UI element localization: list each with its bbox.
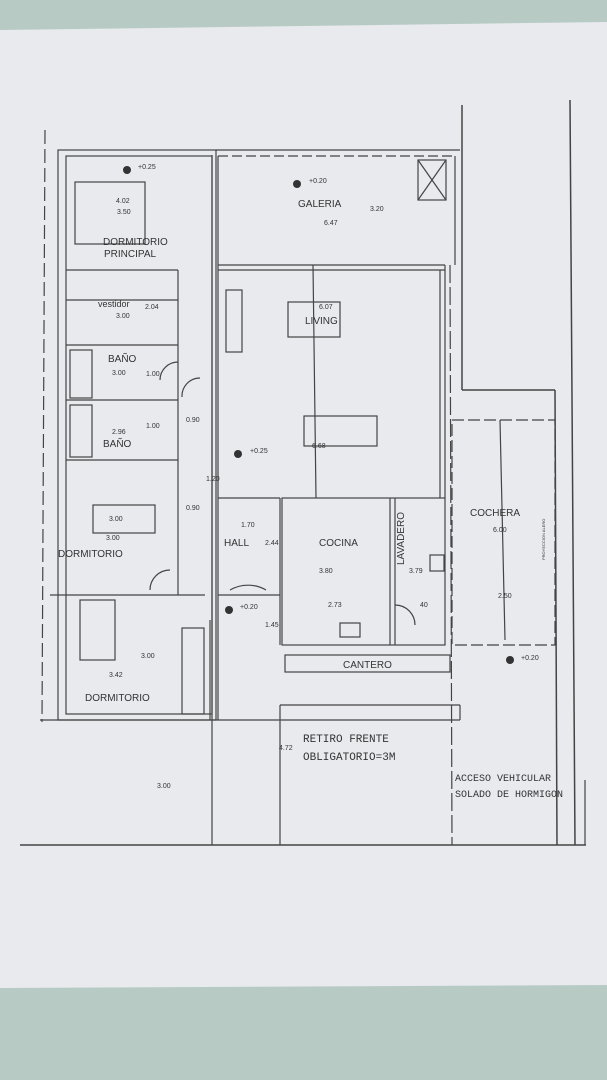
dim-label: 1.70 (241, 522, 255, 529)
room-label: CANTERO (343, 660, 392, 671)
dim-label: 6.00 (493, 527, 507, 534)
dim-label: 2.96 (112, 429, 126, 436)
level-label: +0.20 (240, 604, 258, 611)
dim-label: 3.79 (409, 568, 423, 575)
dim-label: 2.50 (498, 593, 512, 600)
note-text: ACCESO VEHICULAR (455, 774, 551, 785)
room-label: DORMITORIO (103, 237, 168, 248)
dim-label: 3.50 (117, 209, 131, 216)
dim-label: 3.00 (116, 313, 130, 320)
dim-label: 2.44 (265, 540, 279, 547)
dim-label: 2.73 (328, 602, 342, 609)
dim-label: 0.90 (186, 505, 200, 512)
dim-label: 3.80 (319, 568, 333, 575)
note-text: RETIRO FRENTE (303, 734, 389, 746)
dim-label: 6.47 (324, 220, 338, 227)
room-label: DORMITORIO (58, 549, 123, 560)
notes: RETIRO FRENTE OBLIGATORIO=3M ACCESO VEHI… (303, 734, 563, 801)
room-label: LAVADERO (396, 512, 407, 565)
dim-label: 0.90 (186, 417, 200, 424)
dim-label: 3.00 (109, 516, 123, 523)
level-label: +0.20 (521, 655, 539, 662)
dim-label: 3.00 (141, 653, 155, 660)
room-label: GALERIA (298, 199, 342, 210)
level-markers: +0.25 +0.20 +0.25 +0.20 +0.20 (123, 164, 539, 664)
paper-sheet (0, 22, 607, 988)
dim-label: 3.00 (157, 783, 171, 790)
dim-label: 3.00 (112, 370, 126, 377)
dim-label: 1.00 (146, 371, 160, 378)
dim-label: 40 (420, 602, 428, 609)
room-label: COCINA (319, 538, 358, 549)
dim-label: 4.02 (116, 198, 130, 205)
room-label: PROYECCION ALERO (541, 519, 546, 560)
room-label: BAÑO (108, 352, 137, 365)
room-label: HALL (224, 538, 249, 549)
note-text: SOLADO DE HORMIGON (455, 790, 563, 801)
room-label: vestidor (98, 299, 130, 309)
dim-label: 4.72 (279, 745, 293, 752)
note-text: OBLIGATORIO=3M (303, 752, 395, 764)
level-label: +0.25 (250, 448, 268, 455)
dim-label: 2.04 (145, 304, 159, 311)
dim-label: 1.45 (265, 622, 279, 629)
dim-label: 6.68 (312, 443, 326, 450)
dim-label: 1.00 (146, 423, 160, 430)
room-label: COCHERA (470, 508, 520, 519)
dim-label: 6.07 (319, 304, 333, 311)
room-label: PRINCIPAL (104, 249, 156, 260)
walls (20, 99, 586, 846)
dim-label: 3.42 (109, 672, 123, 679)
room-label: DORMITORIO (85, 693, 150, 704)
dimension-labels: 4.02 3.50 2.04 3.00 3.00 1.00 1.00 2.96 … (106, 198, 512, 790)
dim-label: 3.00 (106, 535, 120, 542)
room-label: LIVING (305, 316, 338, 327)
level-label: +0.20 (309, 178, 327, 185)
dim-label: 3.20 (370, 206, 384, 213)
dim-label: 1.20 (206, 476, 220, 483)
room-labels: DORMITORIO PRINCIPAL vestidor BAÑO BAÑO … (58, 199, 546, 704)
room-label: BAÑO (103, 437, 132, 450)
level-label: +0.25 (138, 164, 156, 171)
